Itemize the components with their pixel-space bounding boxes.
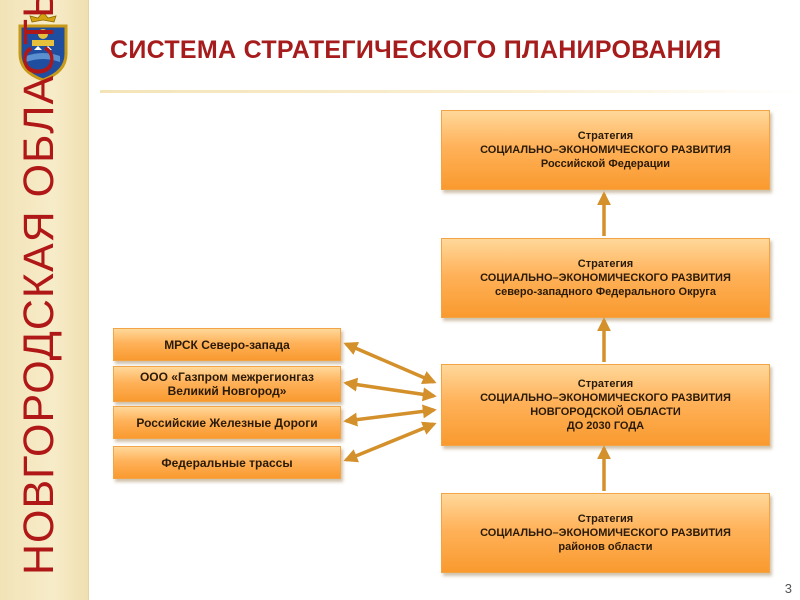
arrow-link-mrsk: [343, 342, 437, 384]
coat-of-arms-icon: [18, 11, 68, 82]
strategy-subtitle: СОЦИАЛЬНО–ЭКОНОМИЧЕСКОГО РАЗВИТИЯ: [480, 272, 731, 284]
title-underline: [100, 90, 800, 93]
arrow-link-highways: [343, 421, 437, 463]
partner-box-mrsk[interactable]: МРСК Северо-запада: [113, 328, 341, 361]
region-name-vertical: НОВГОРОДСКАЯ ОБЛАСТЬ: [15, 0, 63, 575]
partner-name: Российские Железные Дороги: [136, 415, 318, 430]
partner-box-gazprom[interactable]: ООО «Газпром межрегионгаз Великий Новгор…: [113, 366, 341, 402]
page-title: СИСТЕМА СТРАТЕГИЧЕСКОГО ПЛАНИРОВАНИЯ: [110, 36, 722, 64]
arrow-link-railways: [343, 404, 437, 427]
page-number: 3: [784, 581, 792, 596]
strategy-box-russia[interactable]: Стратегия СОЦИАЛЬНО–ЭКОНОМИЧЕСКОГО РАЗВИ…: [441, 110, 770, 190]
strategy-level: районов области: [558, 541, 653, 553]
strategy-level: Российской Федерации: [540, 158, 671, 170]
strategy-label: Стратегия: [577, 513, 634, 525]
strategy-label: Стратегия: [577, 130, 634, 142]
strategy-subtitle: СОЦИАЛЬНО–ЭКОНОМИЧЕСКОГО РАЗВИТИЯ: [480, 144, 731, 156]
strategy-box-novgorod[interactable]: Стратегия СОЦИАЛЬНО–ЭКОНОМИЧЕСКОГО РАЗВИ…: [441, 364, 770, 446]
partner-name-line2: Великий Новгород»: [167, 384, 287, 398]
strategy-label: Стратегия: [577, 378, 634, 390]
partner-name: МРСК Северо-запада: [164, 337, 290, 352]
partner-box-highways[interactable]: Федеральные трассы: [113, 446, 341, 479]
partner-name: ООО «Газпром межрегионгаз: [139, 370, 315, 384]
strategy-label: Стратегия: [577, 258, 634, 270]
strategy-subtitle: СОЦИАЛЬНО–ЭКОНОМИЧЕСКОГО РАЗВИТИЯ: [480, 392, 731, 404]
strategy-box-districts[interactable]: Стратегия СОЦИАЛЬНО–ЭКОНОМИЧЕСКОГО РАЗВИ…: [441, 493, 770, 573]
arrow-link-gazprom: [343, 377, 437, 402]
partner-name: Федеральные трассы: [161, 455, 293, 470]
strategy-subtitle: СОЦИАЛЬНО–ЭКОНОМИЧЕСКОГО РАЗВИТИЯ: [480, 527, 731, 539]
strategy-level: северо-западного Федерального Округа: [494, 286, 717, 298]
strategy-box-northwest[interactable]: Стратегия СОЦИАЛЬНО–ЭКОНОМИЧЕСКОГО РАЗВИ…: [441, 238, 770, 318]
strategy-level: НОВГОРОДСКОЙ ОБЛАСТИ: [530, 406, 681, 418]
sidebar: НОВГОРОДСКАЯ ОБЛАСТЬ: [0, 0, 89, 600]
partner-box-railways[interactable]: Российские Железные Дороги: [113, 406, 341, 439]
strategy-deadline: ДО 2030 ГОДА: [566, 420, 645, 432]
